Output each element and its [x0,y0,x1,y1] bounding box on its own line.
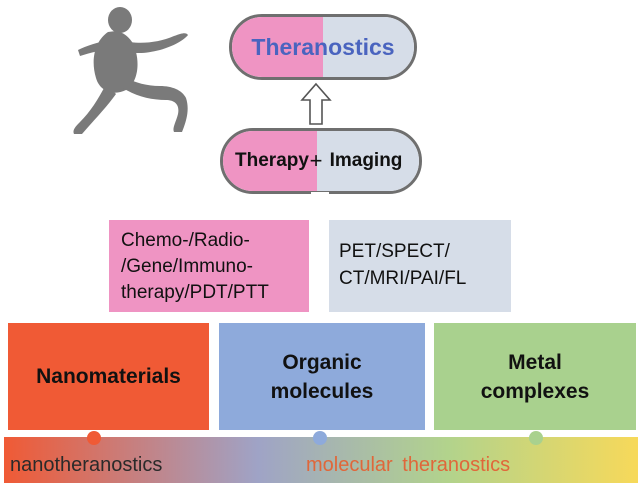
capsule-right-half [317,131,419,191]
plus-sign: + [309,148,323,173]
organic-line: Organic [282,350,362,374]
nanomaterials-box: Nanomaterials [8,323,209,430]
organic-line: molecules [270,379,374,403]
therapy-line: Chemo-/Radio- [121,230,250,251]
nanotheranostics-label: nanotheranostics [10,454,163,476]
capsule-right-half [323,17,414,77]
metal-marker-dot [529,431,543,445]
capsule-left-half [232,17,323,77]
therapy-line: /Gene/Immuno- [121,256,253,277]
organic-marker-dot [313,431,327,445]
therapy-label: Therapy [235,150,309,171]
nanomaterials-label: Nanomaterials [36,365,181,388]
metal-line: Metal [508,350,562,374]
imaging-line: CT/MRI/PAI/FL [339,268,467,289]
connector-bar [311,192,329,322]
metal-complexes-box: Metal complexes [434,323,636,430]
metal-line: complexes [480,379,590,403]
nano-marker-dot [87,431,101,445]
running-person-icon [73,7,188,134]
theranostics-label: Theranostics [251,33,395,60]
therapy-imaging-capsule: Therapy Imaging [220,128,422,194]
imaging-modalities-box: PET/SPECT/ CT/MRI/PAI/FL [329,220,511,312]
imaging-label: Imaging [329,150,403,171]
theranostics-capsule: Theranostics [229,14,417,80]
organic-molecules-box: Organic molecules [219,323,425,430]
molecular-theranostics-label: molecular theranostics [306,454,511,476]
capsule-left-half [223,131,318,191]
therapy-line: therapy/PDT/PTT [121,282,269,303]
imaging-line: PET/SPECT/ [339,241,450,262]
therapy-modalities-box: Chemo-/Radio- /Gene/Immuno- therapy/PDT/… [109,220,309,312]
up-arrow-icon [300,82,332,125]
